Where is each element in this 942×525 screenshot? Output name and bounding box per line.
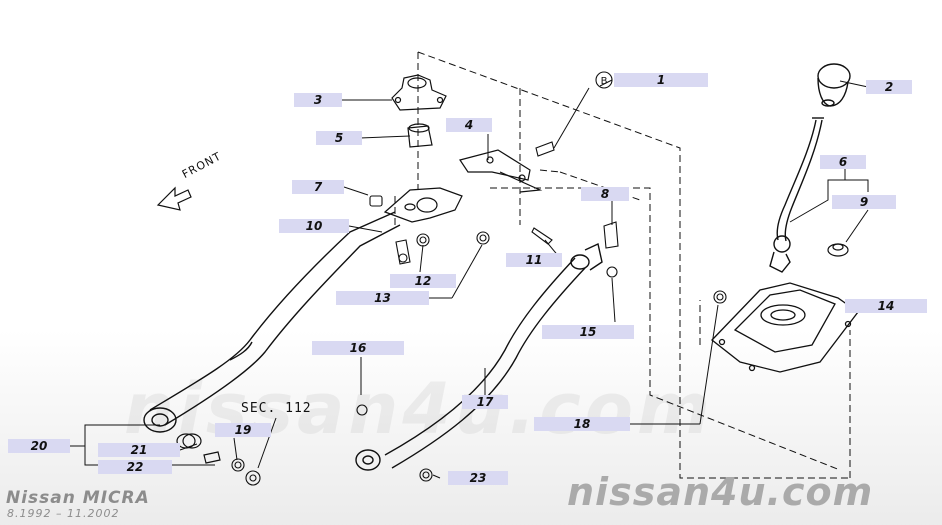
- callout-13: 13: [336, 291, 429, 305]
- lever-bracket-part: [383, 149, 543, 223]
- lever-housing-part: [711, 282, 859, 373]
- callout-16: 16: [312, 341, 404, 355]
- callout-4: 4: [446, 118, 492, 132]
- callout-21: 21: [98, 443, 180, 457]
- callout-18: 18: [534, 417, 630, 431]
- callout-5: 5: [316, 131, 362, 145]
- torque-symbol-label: B: [601, 76, 608, 87]
- support-rod-part: [355, 243, 603, 471]
- model-name: Nissan MICRA: [6, 488, 150, 508]
- ball-seat-part: [827, 243, 849, 257]
- callout-3: 3: [294, 93, 342, 107]
- callout-8: 8: [581, 187, 629, 201]
- brand-logo-text[interactable]: nissan4u.com: [567, 470, 874, 514]
- fastener-parts: [231, 141, 727, 486]
- callout-10: 10: [279, 219, 349, 233]
- callout-9: 9: [832, 195, 896, 209]
- callout-22: 22: [98, 460, 172, 474]
- callout-12: 12: [390, 274, 456, 288]
- shift-lever-part: [769, 117, 824, 273]
- bushing-holder-part: [391, 74, 447, 111]
- bush-part: [407, 123, 433, 148]
- model-years: 8.1992 – 11.2002: [7, 507, 120, 520]
- section-reference: SEC. 112: [241, 401, 312, 416]
- background-fade: [0, 330, 942, 525]
- dashed-assembly-outline: [394, 51, 851, 479]
- callout-19: 19: [215, 423, 271, 437]
- collar-and-pin-parts: [176, 433, 221, 464]
- shift-knob-part: [817, 63, 851, 107]
- callout-7: 7: [292, 180, 344, 194]
- callout-15: 15: [542, 325, 634, 339]
- callout-2: 2: [866, 80, 912, 94]
- callout-17: 17: [462, 395, 508, 409]
- callout-14: 14: [845, 299, 927, 313]
- callout-11: 11: [506, 253, 562, 267]
- callout-20: 20: [8, 439, 70, 453]
- control-rod-part: [143, 211, 401, 433]
- callout-1: 1: [614, 73, 708, 87]
- callout-23: 23: [448, 471, 508, 485]
- front-arrow-icon: [156, 186, 192, 211]
- callout-6: 6: [820, 155, 866, 169]
- torque-symbol-icon: [595, 71, 613, 89]
- leader-lines: [70, 79, 869, 479]
